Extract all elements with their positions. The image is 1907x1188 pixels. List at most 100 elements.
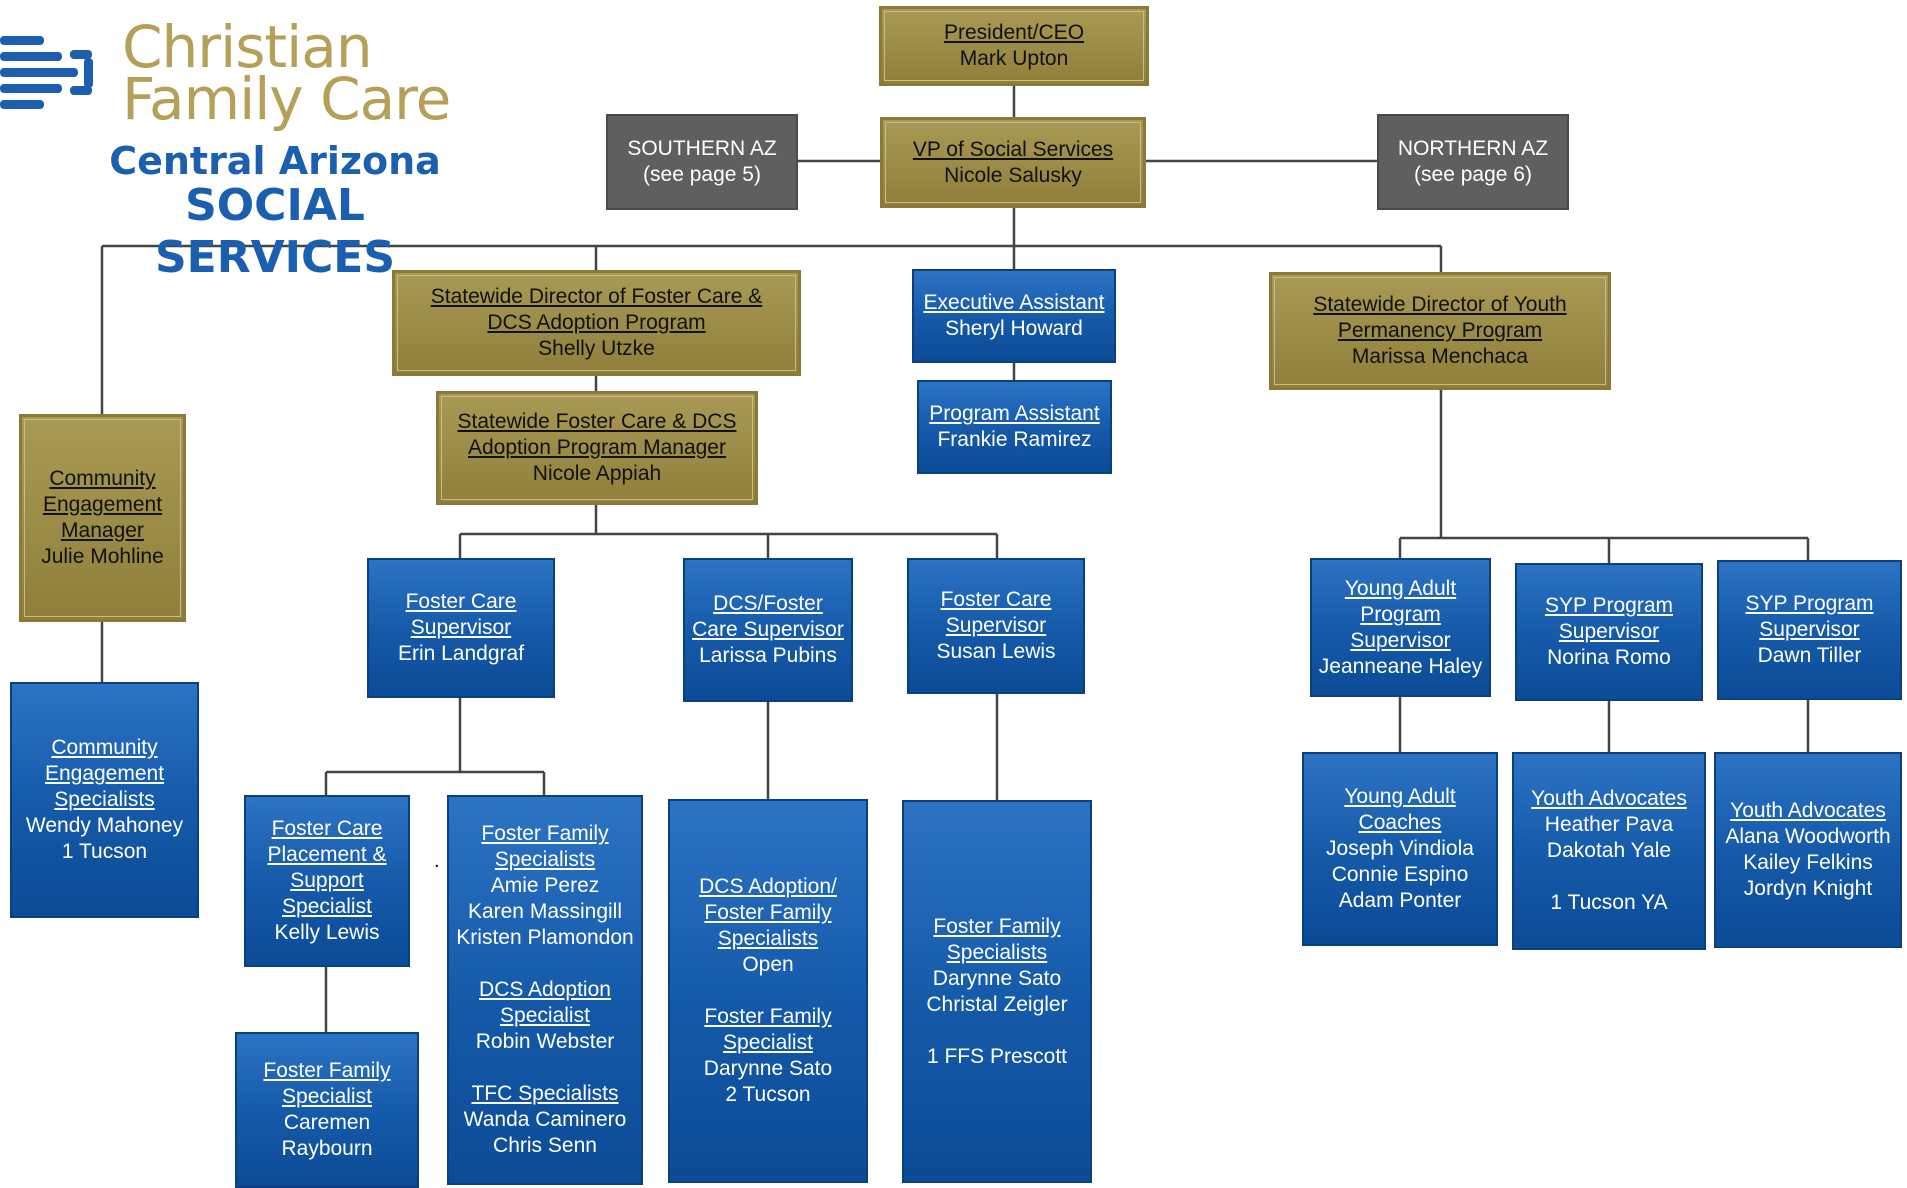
node-title-line: Adoption Program Manager [468, 436, 726, 459]
org-node-foster-care-manager[interactable]: Statewide Foster Care & DCS Adoption Pro… [436, 391, 758, 505]
org-node-northern-az[interactable]: NORTHERN AZ (see page 6) [1377, 114, 1569, 210]
node-name: Frankie Ramirez [937, 428, 1092, 451]
org-node-ceo[interactable]: President/CEO Mark Upton [879, 6, 1149, 86]
org-node-young-adult-program-supervisor[interactable]: Young Adult Program Supervisor Jeanneane… [1310, 558, 1491, 697]
node-name: Kelly Lewis [274, 921, 380, 944]
org-node-youth-advocates-dawn[interactable]: Youth Advocates Alana Woodworth Kailey F… [1714, 752, 1902, 948]
node-title-line: Statewide Director of Youth [1313, 293, 1567, 316]
node-title-line: SYP Program [1745, 592, 1874, 615]
node-title-line: Specialist [282, 1085, 372, 1108]
node-name: Shelly Utzke [538, 337, 655, 360]
node-title-line: TFC Specialists [471, 1082, 619, 1105]
node-title-line: DCS Adoption [479, 978, 611, 1001]
org-node-foster-family-specialists-erin[interactable]: Foster Family Specialists Amie Perez Kar… [447, 795, 643, 1185]
node-name: Kailey Felkins [1743, 851, 1873, 874]
node-count: 1 Tucson [61, 840, 148, 863]
node-name: Susan Lewis [936, 640, 1056, 663]
node-name: Joseph Vindiola [1326, 837, 1474, 860]
node-title-line: DCS Adoption Program [487, 311, 706, 334]
org-node-community-engagement-specialists[interactable]: Community Engagement Specialists Wendy M… [10, 682, 199, 918]
org-node-youth-advocates-norina[interactable]: Youth Advocates Heather Pava Dakotah Yal… [1512, 752, 1706, 950]
node-name: Norina Romo [1547, 646, 1671, 669]
node-name: Jordyn Knight [1743, 877, 1873, 900]
node-name: Heather Pava [1544, 813, 1674, 836]
node-title-line: Statewide Director of Foster Care & [430, 285, 763, 308]
node-name: Adam Ponter [1338, 889, 1462, 912]
region-label: SOUTHERN AZ [627, 137, 777, 160]
page-reference: (see page 6) [1414, 163, 1532, 186]
org-node-young-adult-coaches[interactable]: Young Adult Coaches Joseph Vindiola Conn… [1302, 752, 1498, 946]
node-title-line: Community [49, 467, 156, 490]
node-title: Program Assistant [929, 402, 1100, 425]
node-title-line: Foster Care [405, 590, 517, 613]
node-title-line: Support [290, 869, 364, 892]
node-name: Chris Senn [493, 1134, 597, 1157]
node-title-line: Foster Care [940, 588, 1052, 611]
node-name: Christal Zeigler [926, 992, 1068, 1016]
node-title-line: DCS/Foster [713, 592, 823, 615]
org-node-executive-assistant[interactable]: Executive Assistant Sheryl Howard [912, 269, 1116, 363]
logo-line-2: Family Care [122, 65, 451, 133]
node-title-line: Supervisor [1350, 628, 1451, 652]
org-node-southern-az[interactable]: SOUTHERN AZ (see page 5) [606, 114, 798, 210]
org-node-foster-family-specialists-susan[interactable]: Foster Family Specialists Darynne Sato C… [902, 800, 1092, 1183]
org-node-program-assistant[interactable]: Program Assistant Frankie Ramirez [917, 380, 1112, 474]
region-label: NORTHERN AZ [1397, 137, 1549, 160]
node-name: Wanda Caminero [463, 1108, 627, 1131]
org-node-foster-care-supervisor-erin[interactable]: Foster Care Supervisor Erin Landgraf [367, 558, 555, 698]
node-title-line: Foster Family [704, 901, 832, 924]
node-name: Open [742, 953, 794, 976]
org-node-placement-support-specialist[interactable]: Foster Care Placement & Support Speciali… [244, 795, 410, 967]
node-name: Larissa Pubins [699, 644, 837, 667]
node-title-line: Permanency Program [1337, 319, 1543, 342]
node-name: Nicole Salusky [944, 163, 1082, 187]
node-title-line: Engagement [42, 493, 163, 516]
org-node-dcs-foster-care-supervisor[interactable]: DCS/Foster Care Supervisor Larissa Pubin… [683, 558, 853, 702]
node-name: Nicole Appiah [532, 462, 662, 485]
node-title-line: Supervisor [1558, 620, 1660, 643]
node-title-line: Foster Family [933, 914, 1061, 938]
node-title-line: Foster Family [263, 1059, 391, 1082]
node-title-line: Specialists [54, 788, 155, 811]
node-name: Wendy Mahoney [25, 814, 184, 837]
node-title: President/CEO [943, 21, 1085, 44]
node-name: Raybourn [281, 1137, 373, 1160]
node-name: Robin Webster [475, 1030, 615, 1053]
logo-mark-icon [0, 36, 93, 109]
org-node-dcs-adoption-foster-family-specialists[interactable]: DCS Adoption/ Foster Family Specialists … [668, 799, 868, 1183]
org-node-youth-permanency-director[interactable]: Statewide Director of Youth Permanency P… [1269, 272, 1611, 390]
org-node-syp-supervisor-norina[interactable]: SYP Program Supervisor Norina Romo [1515, 563, 1703, 701]
node-title-line: Placement & [267, 843, 387, 866]
node-title-line: Community [51, 736, 158, 759]
node-title-line: SYP Program [1545, 594, 1673, 617]
node-name: Dakotah Yale [1546, 839, 1672, 862]
node-title-line: Youth Advocates [1730, 799, 1886, 822]
node-title-line: Foster Care [271, 817, 383, 840]
org-node-foster-family-specialist-caremen[interactable]: Foster Family Specialist Caremen Raybour… [235, 1032, 419, 1188]
node-title-line: Care Supervisor [692, 618, 844, 641]
org-node-foster-care-director[interactable]: Statewide Director of Foster Care & DCS … [392, 270, 801, 376]
node-name: Sheryl Howard [945, 317, 1083, 340]
node-title-line: Young Adult [1344, 576, 1457, 600]
node-title-line: Specialists [946, 940, 1048, 964]
node-title-line: Specialist [500, 1004, 590, 1027]
org-node-vp-social-services[interactable]: VP of Social Services Nicole Salusky [880, 117, 1146, 208]
node-title-line: Manager [61, 519, 144, 542]
node-title-line: Specialist [282, 895, 372, 918]
node-title-line: Supervisor [410, 616, 512, 639]
node-title-line: Specialist [723, 1031, 813, 1054]
org-node-foster-care-supervisor-susan[interactable]: Foster Care Supervisor Susan Lewis [907, 558, 1085, 694]
org-node-community-engagement-manager[interactable]: Community Engagement Manager Julie Mohli… [19, 414, 186, 622]
node-title-line: Specialists [717, 927, 819, 950]
node-title-line: Program [1360, 602, 1441, 626]
node-title-line: Supervisor [1759, 618, 1860, 641]
node-title: VP of Social Services [912, 137, 1114, 161]
org-node-syp-supervisor-dawn[interactable]: SYP Program Supervisor Dawn Tiller [1717, 560, 1902, 700]
node-name: Julie Mohline [41, 545, 164, 568]
node-name: Karen Massingill [467, 900, 623, 923]
region-heading: Central Arizona [109, 139, 441, 183]
node-title-line: DCS Adoption/ [699, 875, 837, 898]
node-name: Marissa Menchaca [1351, 345, 1529, 368]
node-title-line: Coaches [1358, 811, 1442, 834]
node-title-line: Young Adult [1344, 785, 1456, 808]
